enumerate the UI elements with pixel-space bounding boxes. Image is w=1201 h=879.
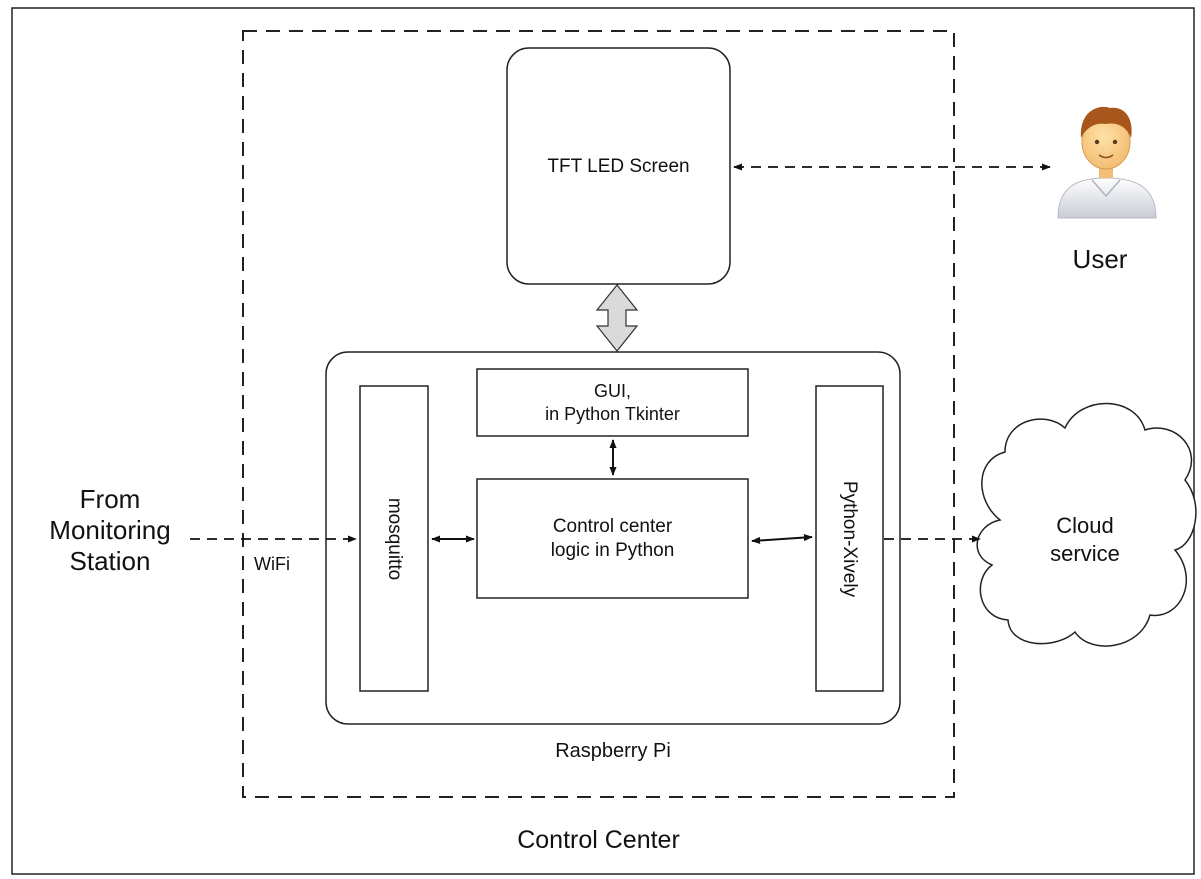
wifi-label: WiFi	[254, 554, 290, 574]
logic-xively-arrow	[751, 533, 813, 545]
monitoring-station-label: From Monitoring Station	[49, 484, 171, 577]
raspberry-pi-label: Raspberry Pi	[555, 740, 671, 762]
control-logic-label: Control center logic in Python	[550, 516, 675, 562]
control-center-boundary	[242, 30, 955, 798]
cloud-shape	[976, 402, 1197, 647]
gui-label: GUI, in Python Tkinter	[545, 381, 680, 425]
mosquitto-label: mosquitto	[384, 497, 405, 581]
cloud-label: Cloud service	[1050, 513, 1120, 567]
gui-box	[476, 368, 749, 437]
outer-frame	[11, 7, 1195, 875]
control-center-label: Control Center	[517, 826, 680, 854]
python-xively-label: Python-Xively	[839, 480, 860, 598]
tft-screen-label: TFT LED Screen	[547, 156, 690, 177]
tft-screen-box	[506, 47, 731, 285]
control-logic-box	[476, 478, 749, 599]
mosquitto-box	[359, 385, 429, 692]
block-double-arrow	[595, 284, 639, 352]
user-icon	[1057, 106, 1157, 219]
user-label: User	[1072, 244, 1128, 274]
python-xively-box	[815, 385, 884, 692]
